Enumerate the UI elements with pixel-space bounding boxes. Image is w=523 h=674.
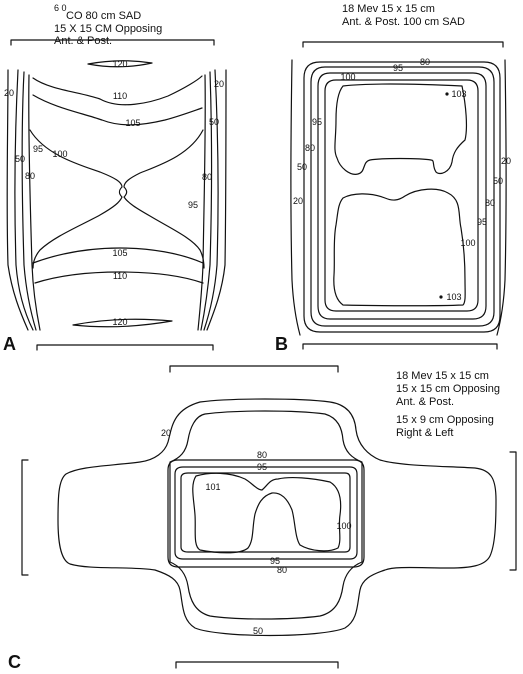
panel-a-left-80 — [21, 71, 37, 331]
panel-b-markers — [439, 92, 449, 299]
panel-c-contours — [21, 365, 517, 669]
panel-b-labels: 80 95 100 103 95 80 50 20 20 50 80 95 10… — [293, 57, 511, 302]
panel-c-101 — [192, 472, 342, 554]
panel-c-letter: C — [8, 652, 21, 672]
panel-c-caption-1: 18 Mev 15 x 15 cm — [396, 370, 489, 382]
panel-a-caption-2: 15 X 15 CM Opposing — [54, 23, 163, 35]
panel-a-label-110-bottom: 110 — [113, 271, 127, 281]
panel-b-label-80-right: 80 — [485, 198, 495, 208]
panel-c-label-80-top: 80 — [257, 450, 267, 460]
panel-a-left-95 — [28, 74, 41, 331]
panel-a-105-bottom — [32, 247, 204, 264]
panel-b-label-95-left: 95 — [312, 117, 322, 127]
panel-c-95 — [174, 466, 358, 560]
panel-b-letter: B — [275, 334, 288, 354]
panel-a-110-bottom — [34, 271, 204, 284]
panel-b-top-bracket — [302, 41, 504, 48]
panel-a-caption-1: CO 80 cm SAD — [66, 10, 142, 22]
panel-a-label-80-right: 80 — [202, 172, 212, 182]
panel-c-label-95-bottom: 95 — [270, 556, 280, 566]
panel-a-letter: A — [3, 334, 16, 354]
panel-b-left-20 — [290, 59, 301, 336]
panel-b-100 — [324, 79, 479, 312]
panel-b-label-95-top: 95 — [393, 63, 403, 73]
panel-a-left-50 — [14, 69, 34, 331]
panel-b-80 — [310, 66, 495, 327]
panel-b-103-upper — [334, 83, 468, 175]
panel-c-right-bracket — [509, 451, 517, 571]
panel-a-labels: 120 110 105 100 95 95 80 80 50 50 20 20 … — [4, 59, 224, 327]
panel-a-label-100: 100 — [52, 149, 67, 159]
panel-c-labels: 20 80 95 101 100 95 80 50 — [161, 428, 352, 636]
panel-c-caption-3: Ant. & Post. — [396, 396, 455, 408]
panel-b-caption-1: 18 Mev 15 x 15 cm — [342, 3, 435, 15]
panel-b-contours — [290, 41, 507, 350]
panel-a-110-top — [32, 75, 203, 106]
panel-a-100-left — [29, 129, 123, 269]
panel-a-left-20 — [6, 69, 29, 331]
panel-c-50 — [169, 410, 363, 620]
panel-a-label-80-left: 80 — [25, 171, 35, 181]
panel-b-label-80-left: 80 — [305, 143, 315, 153]
panel-b-label-80: 80 — [420, 57, 430, 67]
panel-c-top-bracket — [169, 365, 339, 373]
panel-c-caption-2: 15 x 15 cm Opposing — [396, 383, 500, 395]
panel-a-label-20-left: 20 — [4, 88, 14, 98]
panel-a-label-110-top: 110 — [113, 91, 127, 101]
panel-c-80 — [167, 459, 365, 568]
panel-a-right-80 — [200, 71, 213, 331]
panel-c-label-101: 101 — [205, 482, 220, 492]
panel-b-label-20-right: 20 — [501, 156, 511, 166]
panel-b-95 — [317, 72, 487, 320]
panel-a-bottom-bracket — [36, 344, 214, 351]
panel-b-label-50-left: 50 — [297, 162, 307, 172]
panel-a-label-95-right: 95 — [188, 200, 198, 210]
panel-a-label-105-top: 105 — [125, 118, 140, 128]
panel-a-right-50 — [203, 69, 219, 331]
panel-a-label-50-right: 50 — [209, 117, 219, 127]
panel-c-label-20: 20 — [161, 428, 171, 438]
panel-c-left-bracket — [21, 459, 29, 576]
panel-a-105-top — [32, 94, 203, 126]
panel-a-120-bottom — [72, 318, 173, 328]
panel-c-label-100: 100 — [336, 521, 351, 531]
panel-a-120-top — [87, 60, 153, 68]
panel-b-50 — [303, 61, 501, 333]
panel-b-label-50-right: 50 — [493, 176, 503, 186]
panel-a-100-right — [123, 129, 205, 269]
panel-c-caption-6: Right & Left — [396, 427, 454, 439]
panel-c-label-50: 50 — [253, 626, 263, 636]
panel-a-contours — [6, 39, 227, 351]
panel-b-label-20-left: 20 — [293, 196, 303, 206]
panel-a-label-105-bottom: 105 — [112, 248, 127, 258]
panel-b-103-lower — [333, 188, 466, 307]
panel-a-label-20-right: 20 — [214, 79, 224, 89]
panel-a-superscript: 6 0 — [54, 3, 67, 13]
panel-a-right-95 — [197, 74, 206, 331]
panel-a-label-95-left: 95 — [33, 144, 43, 154]
panel-c-label-80-bottom: 80 — [277, 565, 287, 575]
panel-b-label-103-top: 103 — [451, 89, 466, 99]
panel-a-label-120-bottom: 120 — [112, 317, 127, 327]
panel-b-max-point-bottom — [439, 295, 443, 299]
panel-b-caption-2: Ant. & Post. 100 cm SAD — [342, 16, 465, 28]
panel-a-label-120-top: 120 — [112, 59, 127, 69]
panel-b-max-point-top — [445, 92, 449, 96]
panel-c-20 — [57, 398, 497, 637]
panel-a-label-50-left: 50 — [15, 154, 25, 164]
panel-c-caption-5: 15 x 9 cm Opposing — [396, 414, 494, 426]
panel-b-label-100-top: 100 — [340, 72, 355, 82]
panel-b-right-20 — [496, 59, 507, 336]
panel-a-caption-3: Ant. & Post. — [54, 35, 113, 47]
panel-a-top-bracket — [10, 39, 215, 46]
panel-b-label-100-right: 100 — [460, 238, 475, 248]
panel-c-bottom-bracket — [175, 661, 339, 669]
panel-c-label-95-top: 95 — [257, 462, 267, 472]
panel-b-bottom-bracket — [302, 343, 498, 350]
panel-b-label-95-right: 95 — [477, 217, 487, 227]
panel-b-label-103-bottom: 103 — [446, 292, 461, 302]
panel-a-right-20 — [206, 69, 227, 331]
panel-c-100 — [180, 472, 351, 553]
